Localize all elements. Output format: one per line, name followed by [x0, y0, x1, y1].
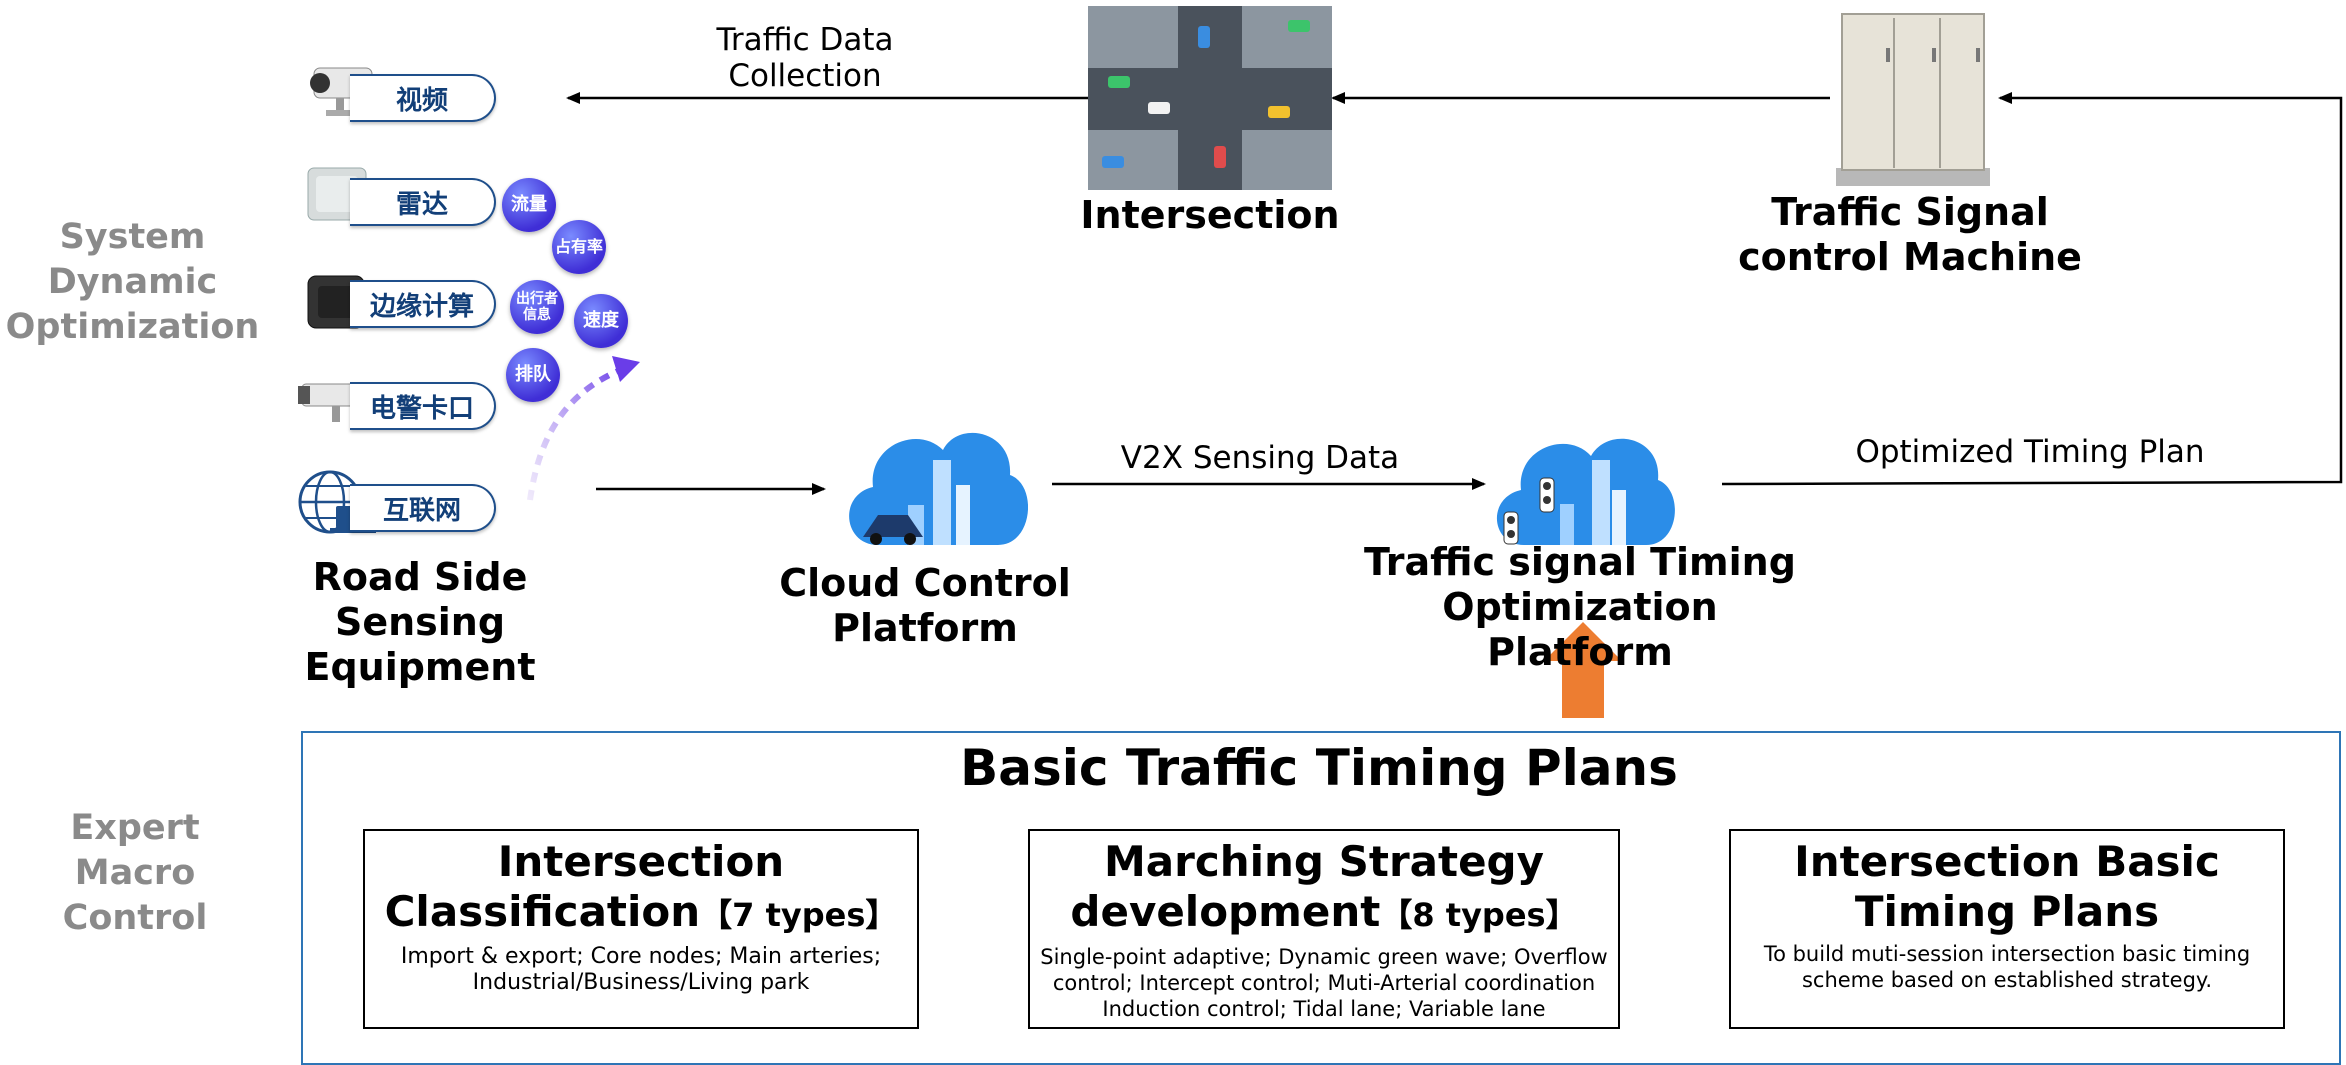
expert-macro-control-label: Expert Macro Control — [62, 808, 208, 938]
intersection-image — [1088, 6, 1332, 190]
box-description: To build muti-session intersection basic… — [1763, 942, 2251, 992]
box-description: Single-point adaptive; Dynamic green wav… — [1040, 945, 1608, 1021]
optimization-platform-caption: Traffic signal Timing Optimization Platf… — [1364, 540, 1796, 674]
bubble-flow: 流量 — [502, 178, 556, 232]
box-title-text: Marching Strategy development — [1070, 837, 1544, 936]
box-title: Intersection Basic Timing Plans — [1731, 837, 2283, 937]
box-description: Import & export; Core nodes; Main arteri… — [400, 944, 882, 995]
panel-title: Basic Traffic Timing Plans — [960, 739, 1678, 797]
intersection-caption: Intersection — [1080, 193, 1340, 237]
v2x-sensing-data-label: V2X Sensing Data — [1120, 440, 1400, 476]
system-dynamic-optimization-label: System Dynamic Optimization — [5, 217, 260, 347]
bubble-occupancy: 占有率 — [552, 220, 606, 274]
intersection-basic-plans-box: Intersection Basic Timing Plans To build… — [1729, 829, 2285, 1029]
bubble-queue: 排队 — [506, 348, 560, 402]
sensor-pill-edge: 边缘计算 — [350, 280, 496, 328]
traffic-data-collection-label: Traffic Data Collection — [716, 22, 894, 94]
bubble-speed: 速度 — [574, 294, 628, 348]
orange-up-arrow — [1544, 622, 1622, 718]
bubble-traveler: 出行者信息 — [510, 280, 564, 334]
dashed-arc — [527, 365, 627, 501]
sensor-pill-camera: 电警卡口 — [350, 382, 496, 430]
signal-machine-caption: Traffic Signal control Machine — [1738, 190, 2082, 279]
optimized-timing-plan-label: Optimized Timing Plan — [1855, 434, 2205, 470]
sensor-pill-video: 视频 — [350, 74, 496, 122]
roadside-sensing-caption: Road Side Sensing Equipment — [304, 555, 536, 689]
marching-strategy-box: Marching Strategy development【8 types】 S… — [1028, 829, 1620, 1029]
box-type-tag: 【7 types】 — [700, 896, 898, 934]
box-title-text: Intersection Classification — [384, 837, 785, 936]
box-title: Marching Strategy development【8 types】 — [1030, 837, 1618, 940]
intersection-classification-box: Intersection Classification【7 types】 Imp… — [363, 829, 919, 1029]
traffic-light-icon — [1496, 438, 1675, 545]
box-title-text: Intersection Basic Timing Plans — [1794, 837, 2220, 936]
arrow-optimized-plan — [1721, 92, 2343, 486]
box-type-tag: 【8 types】 — [1380, 896, 1578, 934]
signal-cabinet-icon — [1836, 13, 1990, 186]
sensor-pill-internet: 互联网 — [350, 484, 496, 532]
box-title: Intersection Classification【7 types】 — [365, 837, 917, 940]
cloud-icon — [849, 432, 1028, 545]
sensor-pill-radar: 雷达 — [350, 178, 496, 226]
cloud-control-caption: Cloud Control Platform — [779, 561, 1071, 650]
